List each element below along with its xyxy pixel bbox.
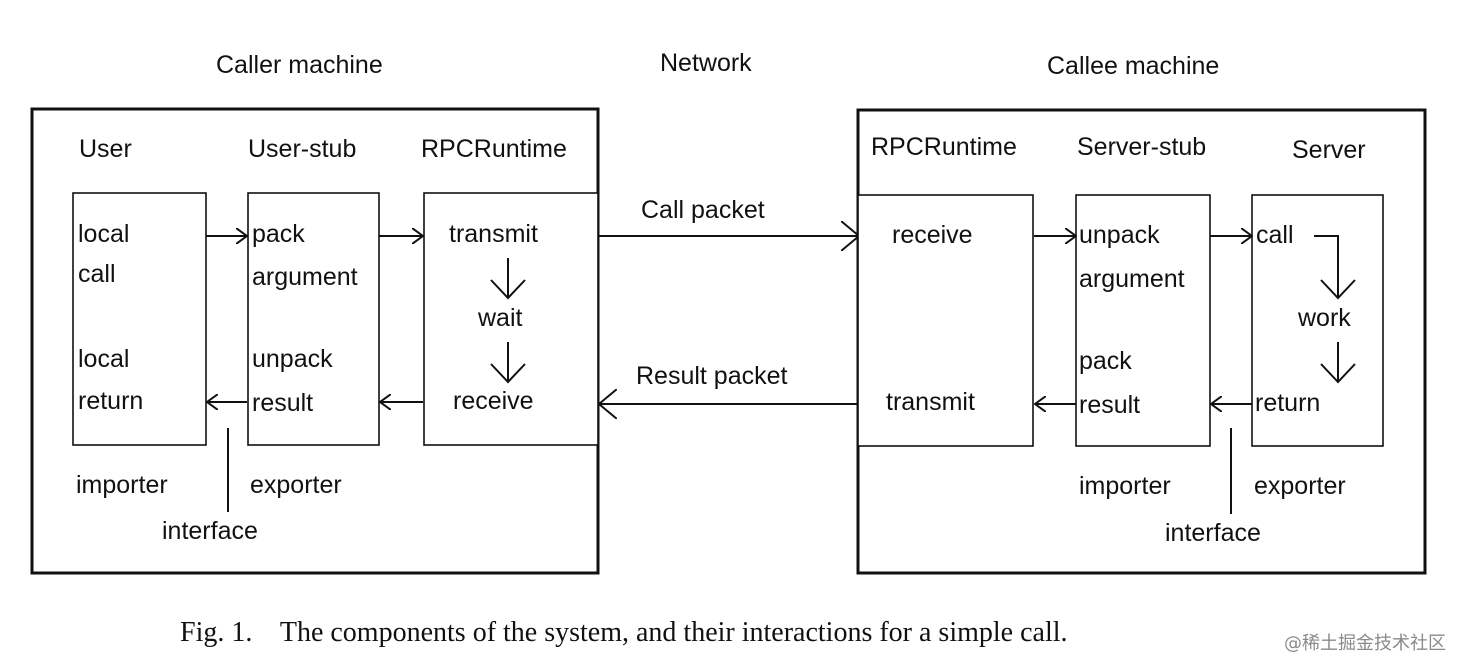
caller-user-header: User bbox=[79, 135, 132, 163]
server-stub-argument: argument bbox=[1079, 265, 1185, 293]
server-stub-pack: pack bbox=[1079, 347, 1132, 375]
callee-runtime-header: RPCRuntime bbox=[871, 133, 1017, 161]
callee-runtime-box bbox=[857, 194, 1034, 447]
callee-interface: interface bbox=[1165, 519, 1261, 547]
stub-argument: argument bbox=[252, 263, 358, 291]
callee-importer: importer bbox=[1079, 472, 1171, 500]
result-packet-label: Result packet bbox=[636, 362, 788, 390]
caller-receive: receive bbox=[453, 387, 534, 415]
server-stub-result: result bbox=[1079, 391, 1140, 419]
stub-pack: pack bbox=[252, 220, 305, 248]
callee-transmit: transmit bbox=[886, 388, 975, 416]
user-local-1: local bbox=[78, 220, 129, 248]
stub-unpack: unpack bbox=[252, 345, 333, 373]
callee-machine-heading: Callee machine bbox=[1047, 52, 1219, 80]
callee-exporter: exporter bbox=[1254, 472, 1346, 500]
server-return: return bbox=[1255, 389, 1320, 417]
caller-importer: importer bbox=[76, 471, 168, 499]
caller-exporter: exporter bbox=[250, 471, 342, 499]
caller-runtime-header: RPCRuntime bbox=[421, 135, 567, 163]
caller-user-stub-header: User-stub bbox=[248, 135, 356, 163]
caller-transmit: transmit bbox=[449, 220, 538, 248]
user-stub-box bbox=[247, 192, 380, 446]
server-call-to-work-arrow bbox=[1314, 235, 1356, 300]
server-work: work bbox=[1297, 304, 1351, 332]
server-stub-unpack: unpack bbox=[1079, 221, 1160, 249]
callee-server-header: Server bbox=[1292, 136, 1366, 164]
callee-server-stub-header: Server-stub bbox=[1077, 133, 1206, 161]
call-packet-label: Call packet bbox=[641, 196, 765, 224]
stub-result: result bbox=[252, 389, 313, 417]
caller-interface: interface bbox=[162, 517, 258, 545]
watermark: @稀土掘金技术社区 bbox=[1284, 633, 1446, 654]
caller-down-arrow-2 bbox=[490, 342, 526, 384]
callee-receive: receive bbox=[892, 221, 973, 249]
figure-caption: Fig. 1. The components of the system, an… bbox=[180, 617, 1068, 648]
caller-machine-heading: Caller machine bbox=[216, 51, 383, 79]
caller-runtime-box bbox=[423, 192, 599, 446]
user-local-2: local bbox=[78, 345, 129, 373]
network-heading: Network bbox=[660, 49, 752, 77]
caller-down-arrow-1 bbox=[490, 258, 526, 300]
caller-wait: wait bbox=[477, 304, 523, 332]
server-stub-box bbox=[1075, 194, 1211, 447]
server-work-to-return-arrow bbox=[1320, 342, 1356, 384]
server-call: call bbox=[1256, 221, 1294, 249]
user-call: call bbox=[78, 260, 116, 288]
user-return: return bbox=[78, 387, 143, 415]
user-box bbox=[72, 192, 207, 446]
